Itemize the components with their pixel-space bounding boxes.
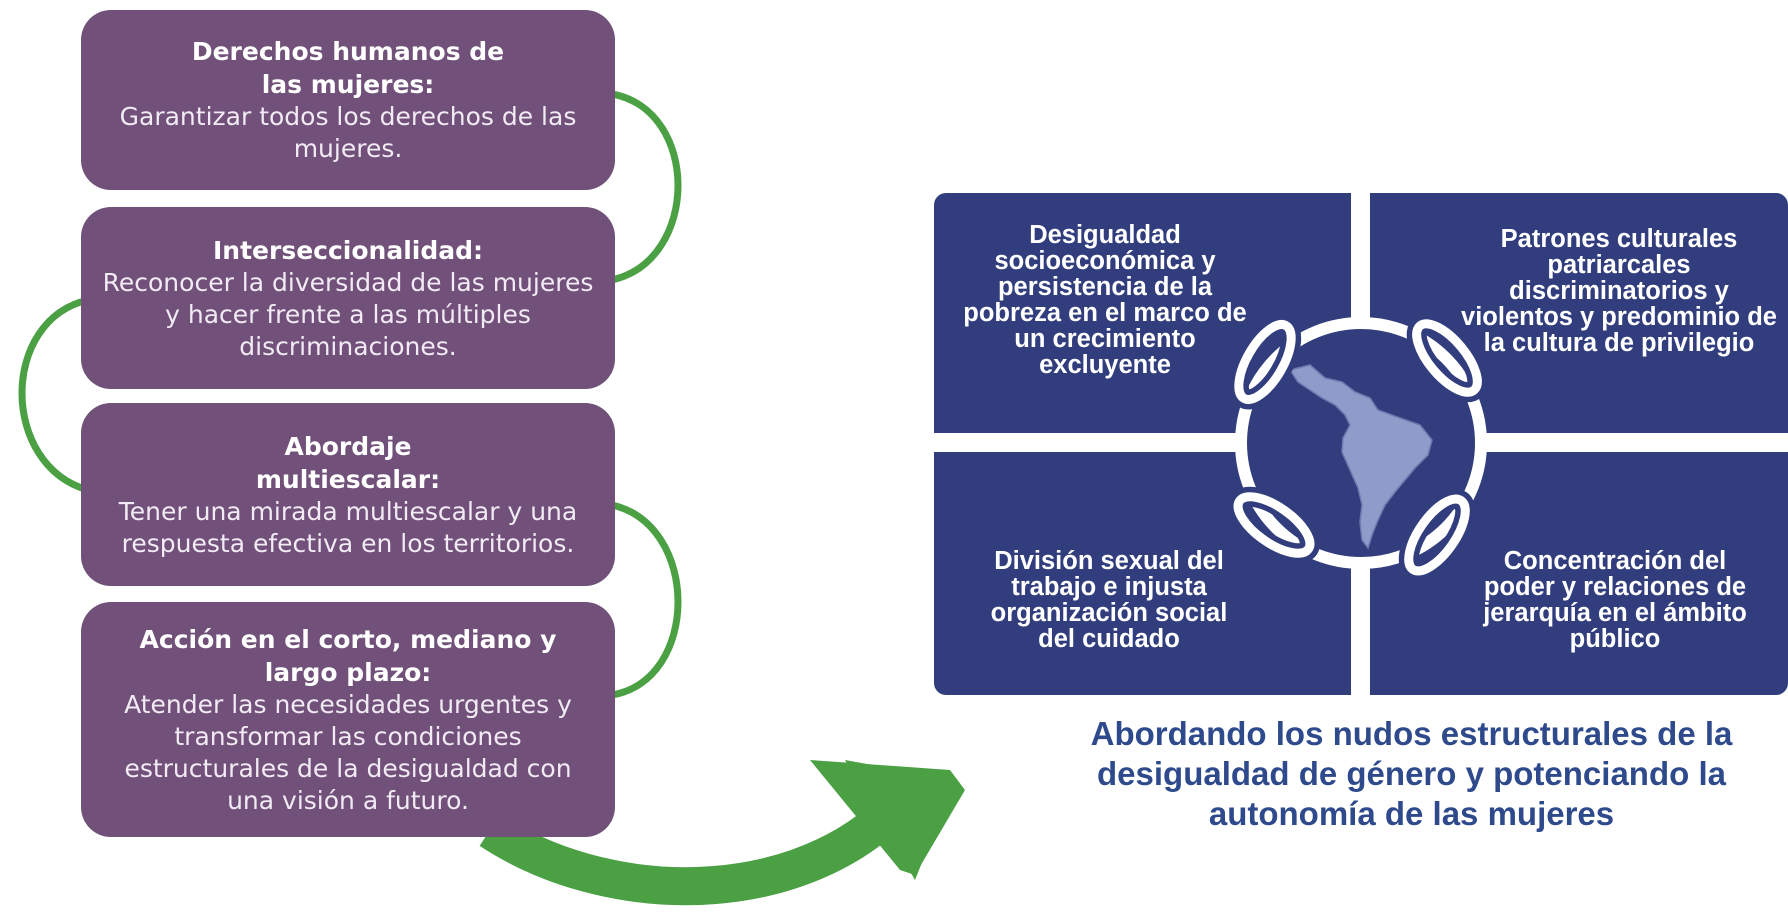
knot-text: Desigualdad socioeconómica y persistenci…: [963, 221, 1247, 379]
principle-box-1: Derechos humanos de las mujeres: Garanti…: [81, 10, 615, 190]
caption-line: Abordando los nudos estructurales de la: [1090, 715, 1733, 752]
principle-body: Tener una mirada multiescalar y una resp…: [118, 496, 578, 558]
knot-text: Patrones culturales patriarcales discrim…: [1461, 225, 1777, 357]
principle-title: Acción en el corto, mediano y largo plaz…: [139, 624, 557, 687]
principle-body: Atender las necesidades urgentes y trans…: [124, 689, 572, 815]
curved-arrow-icon: [479, 760, 965, 906]
principle-box-2: Interseccionalidad: Reconocer la diversi…: [81, 207, 615, 389]
principle-title: Interseccionalidad:: [212, 235, 484, 265]
latin-america-map-icon: [1288, 364, 1433, 550]
principle-box-3: Abordaje multiescalar: Tener una mirada …: [81, 403, 615, 586]
principle-body: Reconocer la diversidad de las mujeres y…: [102, 267, 594, 361]
knot-text: División sexual del trabajo e injusta or…: [990, 547, 1228, 653]
connector-left-1: [18, 296, 89, 494]
principle-title: Derechos humanos de las mujeres:: [191, 37, 505, 99]
principle-title: Abordaje multiescalar:: [255, 431, 441, 494]
knot-text: Concentración del poder y relaciones de …: [1483, 547, 1747, 653]
diagram-caption: Abordando los nudos estructurales de la …: [1035, 714, 1788, 834]
principle-box-4: Acción en el corto, mediano y largo plaz…: [81, 602, 615, 837]
principle-body: Garantizar todos los derechos de las muj…: [119, 102, 577, 163]
caption-line: desigualdad de género y potenciando la: [1097, 755, 1726, 792]
knot-quadrant-top-left: Desigualdad socioeconómica y persistenci…: [934, 193, 1351, 433]
caption-line: autonomía de las mujeres: [1208, 795, 1615, 832]
chain-link-icon: [1228, 313, 1488, 581]
connector-right-2: [611, 501, 682, 699]
connector-right-1: [611, 90, 682, 284]
